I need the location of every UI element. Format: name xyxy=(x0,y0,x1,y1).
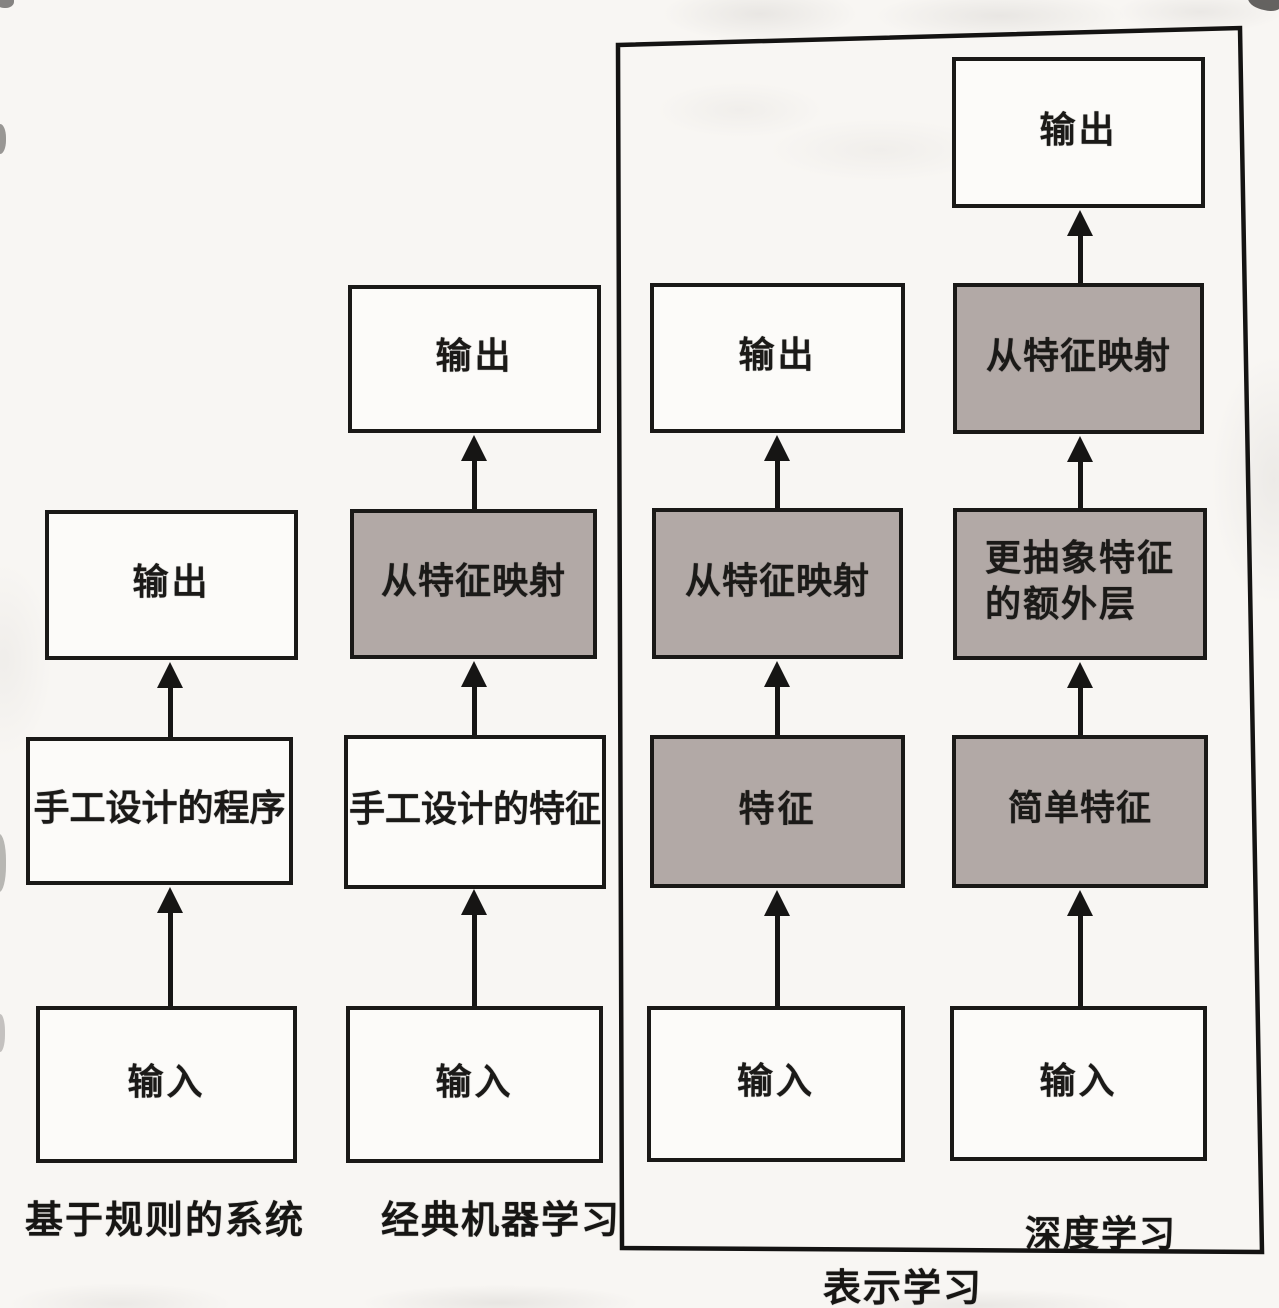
box-hand-designed-features: 手工设计的特征 xyxy=(344,735,606,889)
box-label: 特征 xyxy=(738,787,817,829)
arrow-head xyxy=(1067,210,1093,236)
arrow-stem xyxy=(774,457,780,508)
box-label: 输入 xyxy=(736,1060,815,1101)
scan-smudge xyxy=(0,124,6,154)
up-arrow xyxy=(157,662,183,737)
caption-rule-based-system: 基于规则的系统 xyxy=(24,1200,305,1242)
box-label: 输出 xyxy=(1039,108,1118,150)
up-arrow xyxy=(461,661,487,735)
arrow-head xyxy=(1067,890,1093,916)
up-arrow xyxy=(764,661,790,735)
box-output: 输出 xyxy=(45,510,298,660)
box-label: 手工设计的程序 xyxy=(33,787,286,828)
up-arrow xyxy=(1067,662,1093,735)
box-hand-designed-program: 手工设计的程序 xyxy=(26,737,293,885)
box-label-line-1: 更抽象特征 xyxy=(984,536,1175,578)
arrow-stem xyxy=(167,909,173,1006)
box-label: 输出 xyxy=(738,334,817,375)
up-arrow xyxy=(461,435,487,509)
box-label: 更抽象特征 的额外层 xyxy=(985,535,1175,627)
box-output: 输出 xyxy=(650,283,905,433)
arrow-stem xyxy=(1077,458,1083,508)
box-label: 从特征映射 xyxy=(380,560,566,601)
box-label: 输入 xyxy=(1039,1059,1118,1101)
box-features: 特征 xyxy=(650,735,905,888)
box-mapping-from-features: 从特征映射 xyxy=(350,509,597,659)
arrow-head xyxy=(1067,662,1093,688)
arrow-head xyxy=(461,889,487,915)
box-label: 简单特征 xyxy=(1007,789,1152,828)
arrow-head xyxy=(461,661,487,687)
box-label: 输入 xyxy=(435,1060,514,1102)
arrow-stem xyxy=(774,683,780,735)
box-input: 输入 xyxy=(346,1006,603,1163)
box-mapping-from-features: 从特征映射 xyxy=(953,283,1204,434)
arrow-stem xyxy=(471,683,477,735)
up-arrow xyxy=(764,890,790,1006)
arrow-head xyxy=(461,435,487,461)
caption-representation-learning: 表示学习 xyxy=(822,1268,983,1308)
box-simple-features: 简单特征 xyxy=(952,735,1208,888)
up-arrow xyxy=(1067,436,1093,508)
arrow-stem xyxy=(1077,232,1083,283)
box-output: 输出 xyxy=(952,57,1205,208)
arrow-head xyxy=(157,662,183,688)
arrow-head xyxy=(764,890,790,916)
scan-smudge xyxy=(0,1014,5,1052)
box-input: 输入 xyxy=(950,1006,1207,1161)
arrow-stem xyxy=(471,911,477,1006)
caption-classic-machine-learning: 经典机器学习 xyxy=(380,1200,621,1242)
box-label: 输入 xyxy=(127,1060,206,1102)
box-label: 手工设计的特征 xyxy=(348,788,601,829)
arrow-stem xyxy=(1077,912,1083,1006)
arrow-head xyxy=(157,887,183,913)
box-label: 输出 xyxy=(435,335,514,376)
caption-deep-learning: 深度学习 xyxy=(1024,1213,1177,1254)
box-output: 输出 xyxy=(348,285,601,433)
box-label: 输出 xyxy=(132,561,211,602)
arrow-stem xyxy=(1077,684,1083,735)
arrow-head xyxy=(764,435,790,461)
scan-smudge xyxy=(0,0,14,8)
up-arrow xyxy=(1067,210,1093,283)
up-arrow xyxy=(461,889,487,1006)
arrow-stem xyxy=(167,684,173,737)
box-label: 从特征映射 xyxy=(985,334,1171,376)
arrow-head xyxy=(764,661,790,687)
up-arrow xyxy=(764,435,790,508)
scan-smudge xyxy=(0,834,6,892)
box-mapping-from-features: 从特征映射 xyxy=(652,508,903,659)
scan-smudge xyxy=(1246,0,1279,14)
arrow-stem xyxy=(774,912,780,1006)
box-input: 输入 xyxy=(36,1006,297,1163)
arrow-head xyxy=(1067,436,1093,462)
box-input: 输入 xyxy=(647,1006,905,1162)
box-additional-layers-of-abstract-features: 更抽象特征 的额外层 xyxy=(953,508,1207,660)
box-label-line-2: 的额外层 xyxy=(984,583,1137,624)
up-arrow xyxy=(1067,890,1093,1006)
up-arrow xyxy=(157,887,183,1006)
arrow-stem xyxy=(471,457,477,509)
box-label: 从特征映射 xyxy=(684,559,870,601)
